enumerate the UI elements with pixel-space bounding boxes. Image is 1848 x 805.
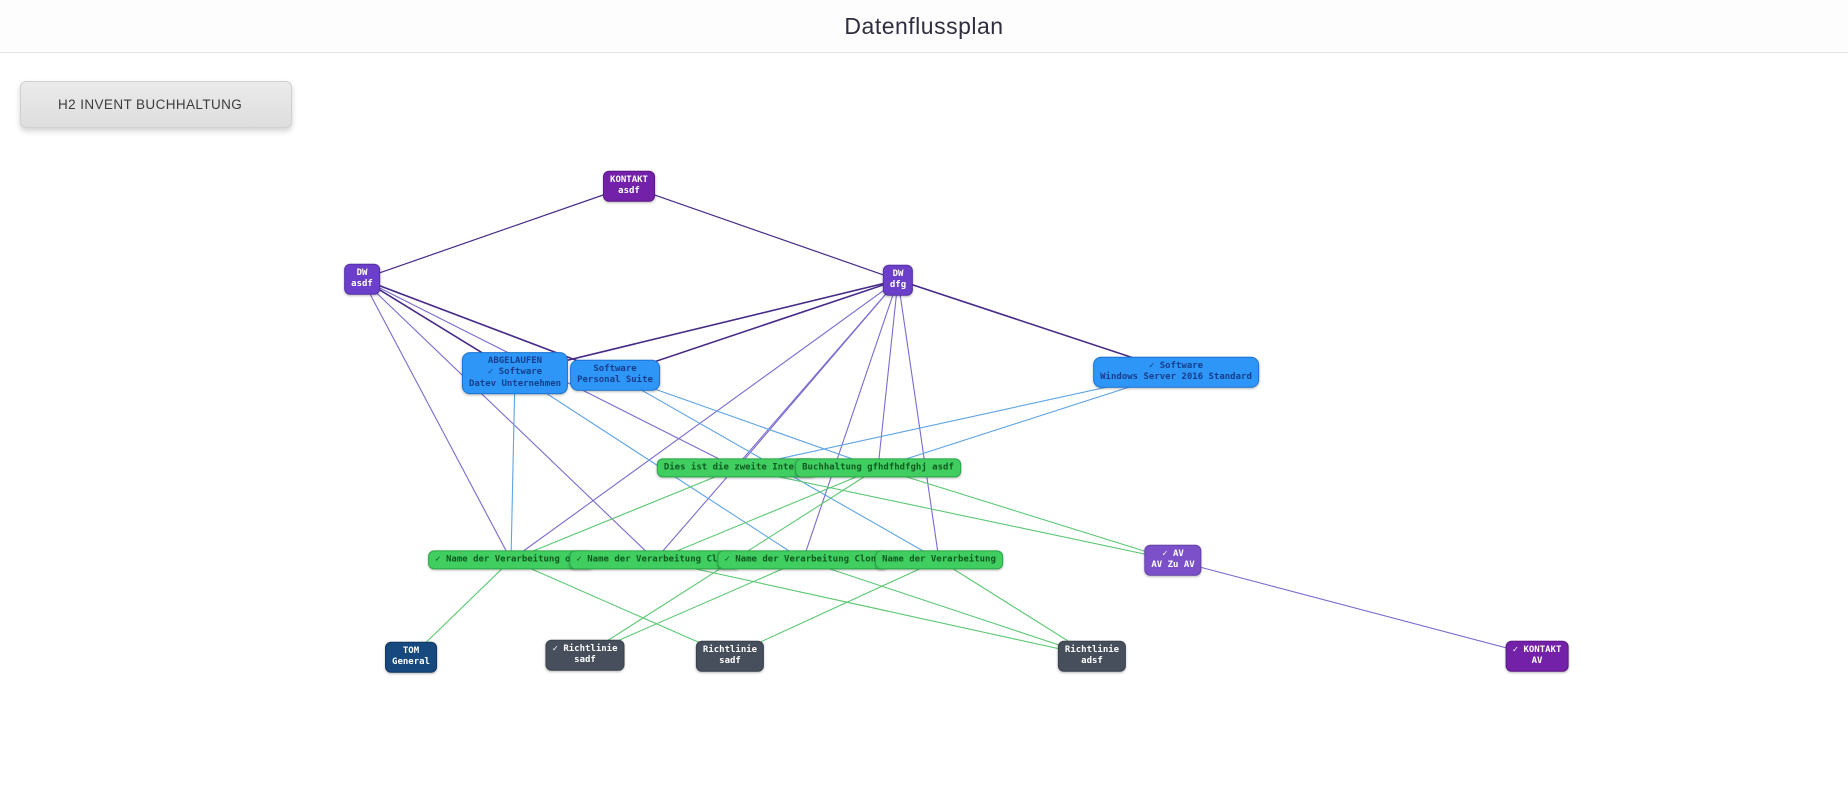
graph-edge-proc-clone1-richtlinie-3 (654, 559, 1093, 657)
graph-edge-dw-dfg-proc-clone2 (802, 279, 899, 561)
graph-edge-sw-personal-proc-buch (614, 374, 879, 469)
graph-edge-proc-clone2-richtlinie-3 (802, 559, 1093, 657)
node-label-line: Datev Unternehmen (468, 378, 562, 389)
app-header: Datenflussplan (0, 0, 1848, 53)
graph-node-proc-dies[interactable]: Dies ist die zweite Interne (656, 458, 818, 478)
graph-edge-sw-winserver-proc-dies (736, 371, 1177, 469)
graph-edge-dw-asdf-proc-ohne (361, 278, 512, 561)
node-label-line: Richtlinie (702, 644, 758, 655)
node-label-line: Dies ist die zweite Interne (663, 462, 811, 473)
entity-button[interactable]: H2 INVENT BUCHHALTUNG (20, 81, 292, 128)
node-label-line: ✓ AV (1162, 548, 1184, 559)
node-label-line: Windows Server 2016 Standard (1100, 372, 1252, 382)
graph-node-proc-clone2[interactable]: ✓ Name der Verarbeitung Clone (717, 550, 889, 570)
graph-edge-proc-ohne-richtlinie-2 (510, 559, 731, 657)
node-label-line: DW (892, 268, 904, 279)
node-label-line: ✓ Richtlinie (552, 643, 618, 654)
graph-edge-sw-winserver-proc-buch (877, 371, 1177, 469)
node-label-line: General (392, 657, 430, 667)
graph-node-proc-name[interactable]: Name der Verarbeitung (875, 550, 1003, 570)
graph-edge-dw-dfg-sw-personal (614, 279, 899, 376)
node-label-line: ✓ Name der Verarbeitung ohne (435, 554, 587, 565)
node-label-line: DW (356, 267, 368, 278)
graph-edge-proc-buch-av-zu-av (877, 467, 1174, 561)
graph-node-proc-clone1[interactable]: ✓ Name der Verarbeitung Clone (569, 550, 741, 570)
node-label-line: AV Zu AV (1151, 560, 1195, 570)
node-label-line: ✓ Software (487, 367, 543, 378)
node-label-line: ABGELAUFEN (487, 356, 543, 367)
graph-edge-av-zu-av-kontakt-av (1172, 559, 1538, 657)
graph-edge-proc-dies-av-zu-av (736, 467, 1174, 561)
node-label-line: AV (1531, 656, 1543, 666)
node-label-line: adsf (1081, 656, 1103, 666)
node-label-line: sadf (574, 655, 596, 665)
graph-edge-dw-asdf-proc-clone1 (361, 278, 656, 561)
node-label-line: ✓ Name der Verarbeitung Clone (576, 554, 734, 565)
node-label-line: Richtlinie (1064, 644, 1120, 655)
node-label-line: Personal Suite (577, 375, 653, 385)
graph-edge-proc-name-richtlinie-3 (938, 559, 1093, 657)
graph-edge-dw-dfg-sw-winserver (897, 279, 1177, 373)
graph-edge-proc-ohne-tom-general (410, 559, 512, 658)
graph-edge-proc-buch-proc-clone1 (654, 467, 879, 561)
graph-edge-dw-dfg-proc-clone1 (654, 279, 899, 561)
node-label-line: ✓ Name der Verarbeitung Clone (724, 554, 882, 565)
graph-edge-proc-dies-proc-ohne (510, 467, 738, 561)
node-label-line: dfg (889, 280, 907, 290)
node-label-line: sadf (719, 656, 741, 666)
node-label-line: asdf (351, 279, 373, 289)
node-label-line: Software (593, 363, 637, 374)
graph-edge-kontakt-asdf-dw-asdf (361, 185, 630, 280)
node-label-line: Buchhaltung gfhdfhdfghj asdf (802, 462, 954, 473)
node-label-line: asdf (618, 186, 640, 196)
node-label-line: Name der Verarbeitung (882, 554, 996, 565)
graph-edge-proc-name-richtlinie-2 (729, 559, 940, 657)
node-label-line: KONTAKT (610, 174, 648, 185)
graph-edge-sw-datev-proc-ohne (510, 372, 516, 561)
graph-edge-proc-clone2-richtlinie-1 (584, 559, 804, 656)
node-label-line: ✓ Software (1148, 360, 1204, 371)
graph-edge-dw-dfg-proc-ohne (510, 279, 899, 561)
graph-edge-dw-dfg-sw-datev (514, 279, 899, 374)
graph-edge-kontakt-asdf-dw-dfg (628, 185, 899, 281)
node-label-line: TOM (402, 645, 420, 656)
graph-edge-dw-dfg-proc-name (897, 279, 940, 561)
node-label-line: ✓ KONTAKT (1512, 644, 1562, 655)
entity-button-label: H2 INVENT BUCHHALTUNG (58, 97, 243, 112)
graph-node-proc-buch[interactable]: Buchhaltung gfhdfhdfghj asdf (795, 458, 961, 478)
page-title: Datenflussplan (844, 12, 1004, 39)
